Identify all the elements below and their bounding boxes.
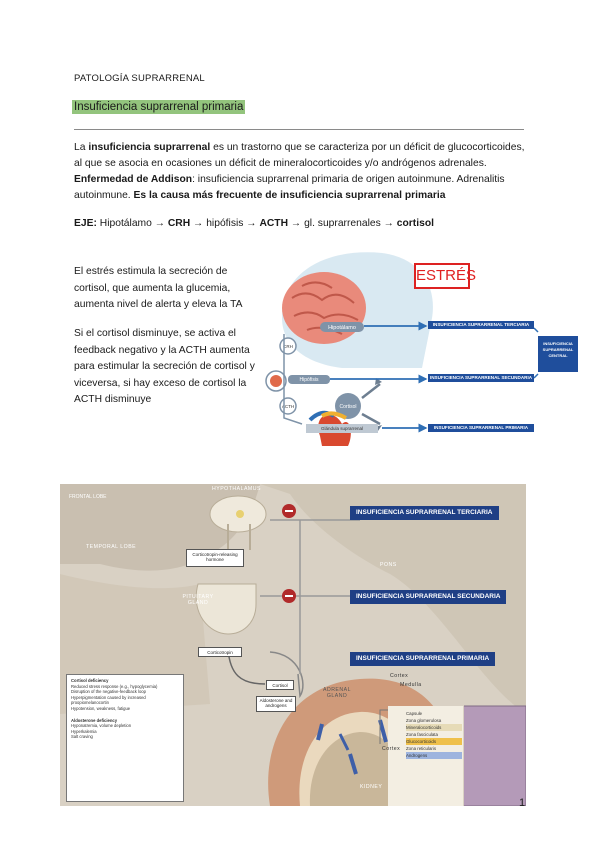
svg-text:Glándula suprarrenal: Glándula suprarrenal	[321, 426, 363, 431]
fig-tag-primary: INSUFICIENCIA SUPRARRENAL PRIMARIA	[350, 652, 496, 666]
aldo-def-item: Salt craving	[71, 734, 93, 740]
label-cortex-side: Cortex	[382, 746, 401, 752]
cortisol-def-item: Reduced stress response (e.g., hypoglyce…	[71, 683, 158, 689]
deficiency-box: Cortisol deficiency Reduced stress respo…	[66, 674, 184, 802]
corticotropin-box: Corticotropin	[198, 647, 242, 657]
page-number: 1	[519, 797, 526, 809]
svg-text:CRH: CRH	[283, 344, 293, 349]
fig-tag-tertiary: INSUFICIENCIA SUPRARRENAL TERCIARIA	[350, 506, 499, 520]
axis-line: EJE: Hipotálamo → CRH → hipófisis → ACTH…	[74, 218, 434, 229]
zone-glomerulosa: Zona glomerulosa	[406, 718, 442, 723]
label-pituitary: PITUITARY GLAND	[182, 594, 214, 606]
definition-paragraph: La insuficiencia suprarrenal es un trast…	[74, 142, 525, 201]
aldo-def-item: Hyperkalemia	[71, 728, 97, 734]
cortisol-def-item: Hypotension, weakness, fatigue	[71, 705, 131, 711]
label-pons: PONS	[380, 562, 397, 568]
label-cortex: Cortex	[390, 673, 409, 679]
zone-glucocorticoids: Glucocorticoids	[406, 738, 462, 745]
zone-fasciculata: Zona fasciculata	[406, 732, 438, 737]
tag-primary: INSUFICIENCIA SUPRARRENAL PRIMARIA	[428, 424, 534, 432]
fig-tag-secondary: INSUFICIENCIA SUPRARRENAL SECUNDARIA	[350, 590, 507, 604]
cortisol-def-item: Disruption of the negative-feedback loop	[71, 689, 146, 695]
document-header: PATOLOGÍA SUPRARRENAL	[74, 73, 205, 84]
zone-androgens: Androgens	[406, 752, 462, 759]
label-kidney: KIDNEY	[360, 784, 383, 790]
section-title: Insuficiencia suprarrenal primaria	[72, 100, 246, 114]
label-temporal-lobe: TEMPORAL LOBE	[86, 544, 137, 550]
svg-text:Hipófisis: Hipófisis	[300, 377, 319, 383]
feedback-paragraph: Si el cortisol disminuye, se activa el f…	[74, 328, 255, 405]
tag-central: INSUFICIENCIA SUPRARRENAL CENTRAL	[538, 336, 578, 372]
label-medulla: Medulla	[400, 682, 422, 688]
label-hypothalamus: HYPOTHALAMUS	[212, 486, 261, 492]
label-adrenal: ADRENAL GLAND	[322, 687, 351, 699]
stress-label: ESTRÉS	[414, 263, 476, 289]
cortisol-deficiency-title: Cortisol deficiency	[71, 678, 109, 683]
cortisol-def-item: Hyperpigmentation caused by increased pr…	[71, 694, 146, 706]
tag-tertiary: INSUFICIENCIA SUPRARRENAL TERCIARIA	[428, 321, 534, 329]
cortisol-box: Cortisol	[266, 680, 294, 690]
divider	[74, 129, 524, 130]
aldo-def-item: Hyponatremia, volume depletion	[71, 723, 132, 729]
tag-secondary: INSUFICIENCIA SUPRARRENAL SECUNDARIA	[428, 374, 534, 382]
zone-mineralocorticoids: Mineralocorticoids	[406, 724, 462, 731]
svg-text:Hipotálamo: Hipotálamo	[328, 325, 356, 331]
hpa-axis-diagram: Hipotálamo CRH Hipófisis ACTH Cortisol G…	[265, 252, 543, 446]
svg-text:ACTH: ACTH	[282, 404, 294, 409]
svg-text:FRONTAL LOBE: FRONTAL LOBE	[69, 494, 107, 500]
zone-reticularis: Zona reticularis	[406, 746, 437, 751]
zone-capsule: Capsule	[406, 711, 423, 716]
zones-list: Capsule Zona glomerulosa Mineralocortico…	[406, 710, 462, 759]
stress-paragraph: El estrés estimula la secreción de corti…	[74, 266, 243, 310]
crh-box: Corticotropin-releasing hormone	[186, 549, 244, 567]
aldosterone-box: Aldosterone and androgens	[256, 696, 296, 712]
aldosterone-deficiency-title: Aldosterone deficiency	[71, 717, 118, 723]
svg-text:Cortisol: Cortisol	[340, 404, 357, 410]
